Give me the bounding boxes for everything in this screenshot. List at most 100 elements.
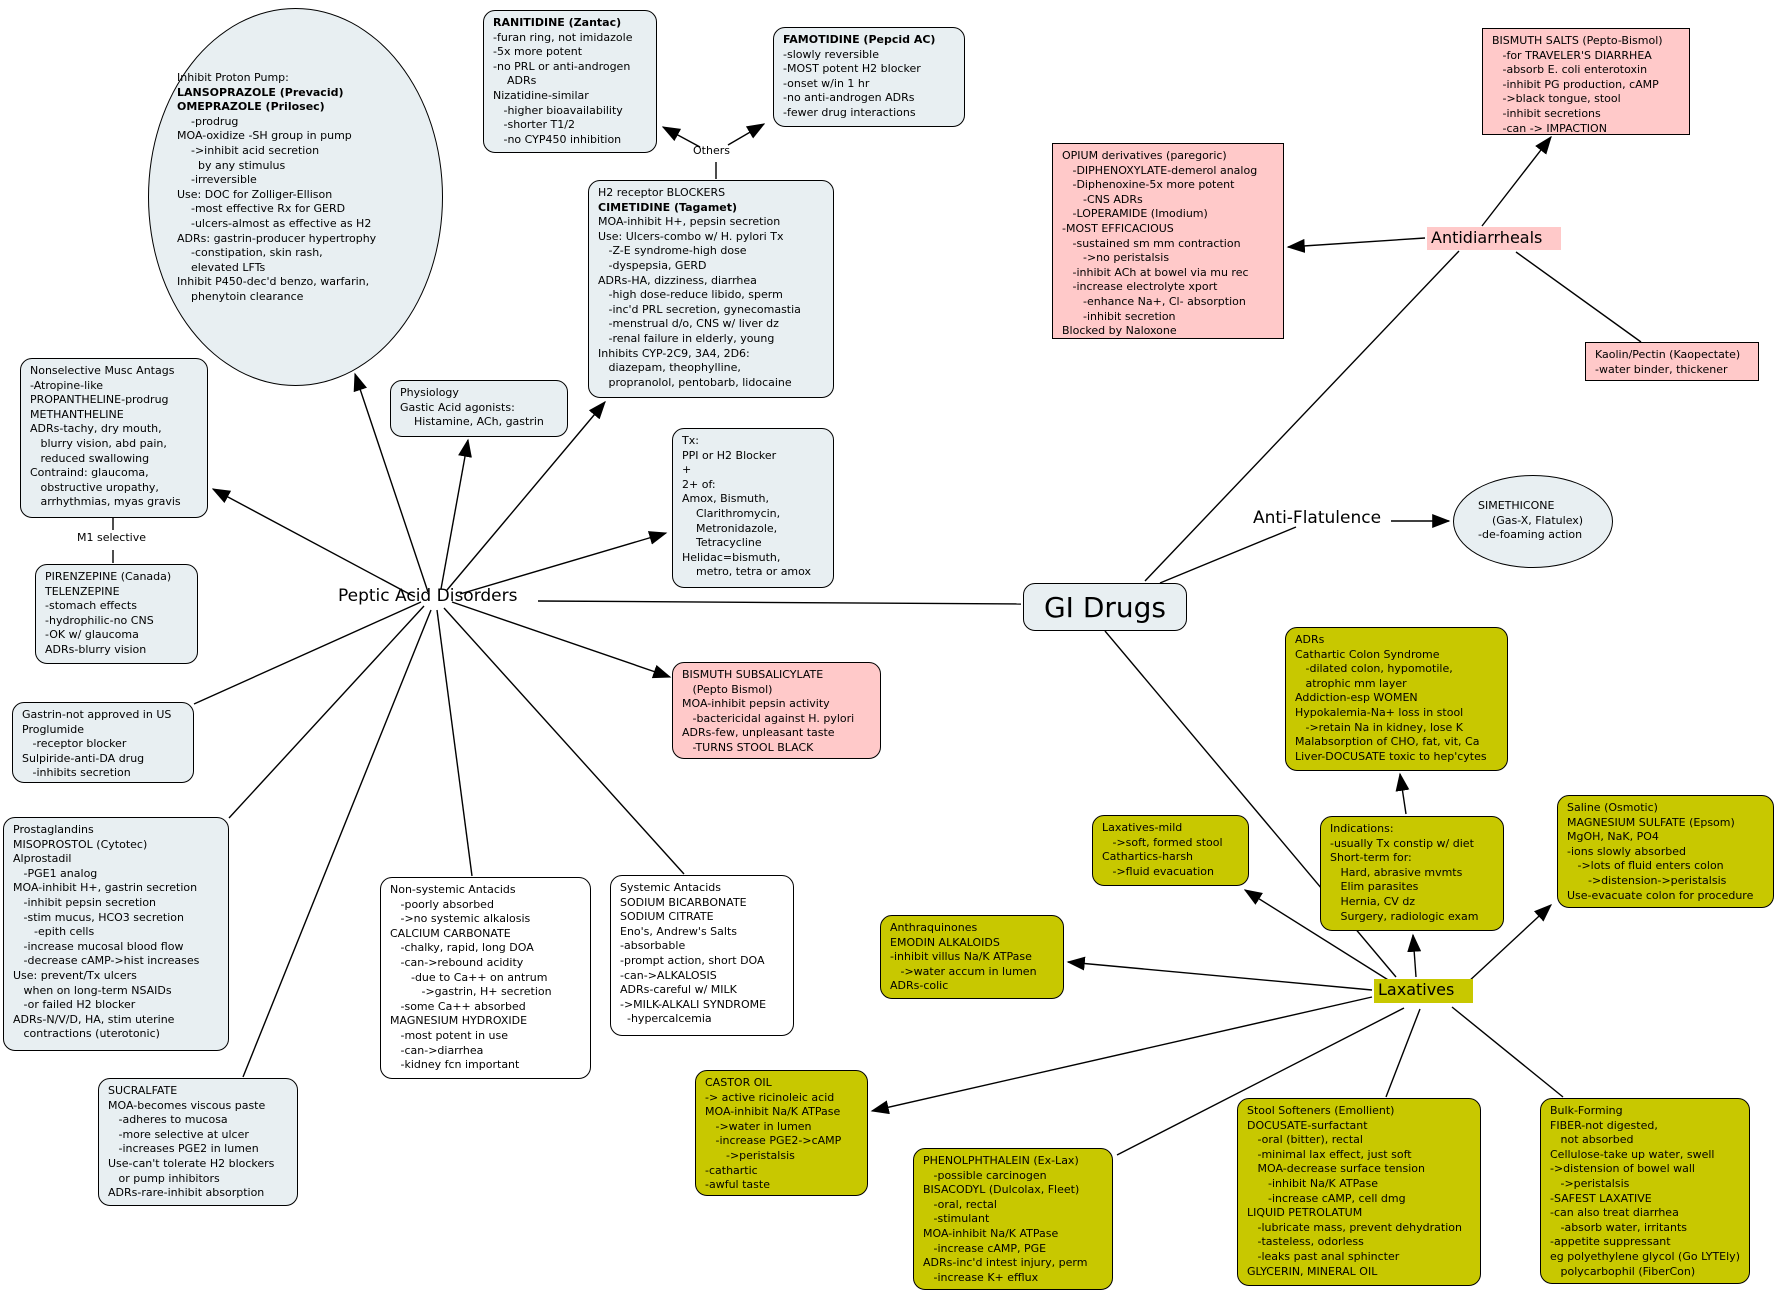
node-text-line: -most effective Rx for GERD bbox=[177, 202, 346, 216]
node-text-line: Nizatidine-similar bbox=[493, 88, 589, 102]
others-label: Others bbox=[693, 144, 753, 160]
connector-line bbox=[1515, 251, 1642, 343]
node-text-line: Stool Softeners (Emollient) bbox=[1247, 1104, 1395, 1117]
node-text-line: ADRs-HA, dizziness, diarrhea bbox=[598, 273, 757, 287]
node-text-line: MAGNESIUM SULFATE (Epsom) bbox=[1567, 815, 1735, 829]
node-text-line: Amox, Bismuth, bbox=[682, 492, 769, 506]
node-text-line: Peptic Acid Disorders bbox=[338, 586, 518, 606]
node-text-line: -> active ricinoleic acid bbox=[705, 1090, 835, 1104]
opium-derivatives-box: OPIUM derivatives (paregoric) -DIPHENOXY… bbox=[1052, 143, 1284, 339]
node-text-line: -MOST EFFICACIOUS bbox=[1062, 221, 1174, 235]
saline-osmotic-box: Saline (Osmotic)MAGNESIUM SULFATE (Epsom… bbox=[1557, 795, 1774, 908]
node-text-line: -increase K+ efflux bbox=[923, 1270, 1039, 1284]
node-text-line: -most potent in use bbox=[390, 1028, 509, 1042]
connector-line bbox=[242, 609, 432, 1078]
node-text-line: -inhibit secretion bbox=[1062, 309, 1176, 323]
node-text-line: ->lots of fluid enters colon bbox=[1567, 859, 1724, 873]
node-text-line: -epith cells bbox=[13, 925, 95, 939]
node-text-line: -can also treat diarrhea bbox=[1550, 1206, 1679, 1220]
node-text-line: Kaolin/Pectin (Kaopectate) bbox=[1595, 348, 1741, 361]
node-text-line: MOA-inhibit Na/K ATPase bbox=[705, 1105, 841, 1119]
node-text-line: PHENOLPHTHALEIN (Ex-Lax) bbox=[923, 1154, 1079, 1167]
node-text-line: Use: DOC for Zolliger-Ellison bbox=[177, 187, 333, 201]
node-text-line: Non-systemic Antacids bbox=[390, 883, 516, 896]
connector-line bbox=[1159, 526, 1297, 584]
node-text-line: -high dose-reduce libido, sperm bbox=[598, 288, 783, 302]
connector-line bbox=[1116, 1007, 1405, 1156]
node-text-line: PROPANTHELINE-prodrug bbox=[30, 393, 169, 407]
node-text-line: Use: prevent/Tx ulcers bbox=[13, 968, 137, 982]
gi-drugs-box: GI Drugs bbox=[1023, 583, 1187, 631]
node-text-line: OMEPRAZOLE (Prilosec) bbox=[177, 100, 325, 114]
node-text-line: -dilated colon, hypomotile, bbox=[1295, 662, 1453, 676]
phenolphthalein-box: PHENOLPHTHALEIN (Ex-Lax) -possible carci… bbox=[913, 1148, 1113, 1290]
node-text-line: GI Drugs bbox=[1043, 590, 1167, 624]
connector-line bbox=[451, 601, 672, 679]
kaolin-pectin-box: Kaolin/Pectin (Kaopectate)-water binder,… bbox=[1585, 342, 1759, 381]
node-text-line: -inhibit ACh at bowel via mu rec bbox=[1062, 265, 1249, 279]
node-text-line: -inhibits secretion bbox=[22, 766, 131, 780]
node-text-line: -appetite suppressant bbox=[1550, 1235, 1671, 1249]
connector-line bbox=[1066, 956, 1373, 991]
node-text-line: ADRs-blurry vision bbox=[45, 642, 147, 656]
node-text-line: -furan ring, not imidazole bbox=[493, 30, 633, 44]
node-text-line: elevated LFTs bbox=[177, 260, 266, 274]
node-text-line: MOA-decrease surface tension bbox=[1247, 1162, 1425, 1176]
node-text-line: ADRs-inc'd intest injury, perm bbox=[923, 1256, 1088, 1270]
node-text-line: -awful taste bbox=[705, 1178, 770, 1192]
node-text-line: Sulpiride-anti-DA drug bbox=[22, 751, 145, 765]
node-text-line: -MOST potent H2 blocker bbox=[783, 62, 921, 76]
node-text-line: -no CYP450 inhibition bbox=[493, 132, 622, 146]
node-text-line: -constipation, skin rash, bbox=[177, 246, 323, 260]
node-text-line: -Z-E syndrome-high dose bbox=[598, 244, 747, 258]
node-text-line: Elim parasites bbox=[1330, 880, 1419, 894]
node-text-line: -CNS ADRs bbox=[1062, 192, 1143, 206]
node-text-line: Proglumide bbox=[22, 722, 84, 736]
node-text-line: OPIUM derivatives (paregoric) bbox=[1062, 149, 1227, 162]
anti-flatulence-label: Anti-Flatulence bbox=[1253, 508, 1393, 534]
node-text-line: MgOH, NaK, PO4 bbox=[1567, 830, 1659, 844]
node-text-line: Surgery, radiologic exam bbox=[1330, 909, 1479, 923]
node-text-line: by any stimulus bbox=[177, 158, 286, 172]
node-text-line: -higher bioavailability bbox=[493, 103, 623, 117]
connector-line bbox=[537, 600, 1022, 605]
connector-line bbox=[1395, 772, 1410, 815]
node-text-line: Malabsorption of CHO, fat, vit, Ca bbox=[1295, 735, 1480, 749]
node-text-line: ->distension of bowel wall bbox=[1550, 1162, 1695, 1176]
node-text-line: -or failed H2 blocker bbox=[13, 998, 136, 1012]
node-text-line: -can -> IMPACTION bbox=[1492, 121, 1607, 135]
connector-line bbox=[353, 372, 429, 593]
node-text-line: MOA-inhibit Na/K ATPase bbox=[923, 1226, 1059, 1240]
node-text-line: Prostaglandins bbox=[13, 823, 94, 836]
connector-line bbox=[1144, 250, 1460, 582]
antidiarrheals-label: Antidiarrheals bbox=[1427, 227, 1561, 250]
node-text-line: -increases PGE2 in lumen bbox=[108, 1142, 259, 1156]
node-text-line: -oral, rectal bbox=[923, 1197, 997, 1211]
proton-pump-inhibitors-ellipse: Inhibit Proton Pump:LANSOPRAZOLE (Prevac… bbox=[148, 8, 443, 386]
node-text-line: -chalky, rapid, long DOA bbox=[390, 941, 534, 955]
node-text-line: -tasteless, odorless bbox=[1247, 1235, 1364, 1249]
famotidine-box: FAMOTIDINE (Pepcid AC)-slowly reversible… bbox=[773, 27, 965, 127]
node-text-line: or pump inhibitors bbox=[108, 1171, 220, 1185]
node-text-line: reduced swallowing bbox=[30, 451, 150, 465]
node-text-line: ->soft, formed stool bbox=[1102, 835, 1223, 849]
node-text-line: Laxatives-mild bbox=[1102, 821, 1183, 834]
node-text-line: -5x more potent bbox=[493, 45, 583, 59]
node-text-line: ->black tongue, stool bbox=[1492, 92, 1621, 106]
node-text-line: -sustained sm mm contraction bbox=[1062, 236, 1241, 250]
pirenzepine-box: PIRENZEPINE (Canada)TELENZEPINE-stomach … bbox=[35, 564, 198, 664]
node-text-line: (Pepto Bismol) bbox=[682, 682, 773, 696]
node-text-line: -DIPHENOXYLATE-demerol analog bbox=[1062, 163, 1258, 177]
node-text-line: -PGE1 analog bbox=[13, 866, 98, 880]
node-text-line: ->retain Na in kidney, lose K bbox=[1295, 720, 1463, 734]
node-text-line: ADRs bbox=[1295, 633, 1325, 646]
node-text-line: -absorb E. coli enterotoxin bbox=[1492, 63, 1648, 77]
node-text-line: Hard, abrasive mvmts bbox=[1330, 865, 1463, 879]
node-text-line: ADRs-rare-inhibit absorption bbox=[108, 1186, 265, 1200]
